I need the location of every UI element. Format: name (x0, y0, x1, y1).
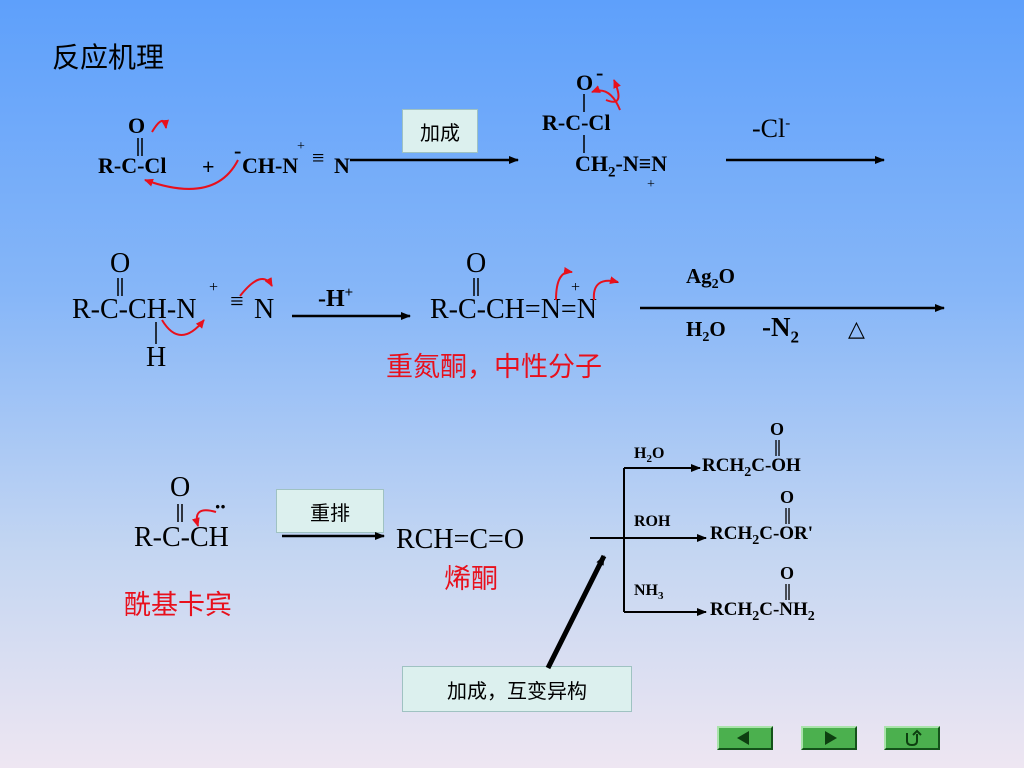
heat-symbol: △ (848, 316, 865, 341)
double-bond (117, 278, 123, 296)
carbene: R-C-CH (134, 522, 229, 553)
reagent-water: H2O (634, 445, 665, 466)
diazomethane-plus: + (297, 139, 305, 154)
nav-forward-button[interactable] (801, 726, 857, 750)
diazomethane-n: N (334, 153, 350, 178)
h2o-label: H2O (686, 317, 726, 346)
carbene-lone-pair: ·· (214, 494, 227, 519)
diazo-neutral: R-C-CH=N=N (430, 294, 597, 325)
diazo-neutral-plus: + (571, 279, 581, 296)
intermediate-n: N (254, 294, 275, 325)
n2-label: -N2 (762, 312, 799, 347)
rewind-icon (737, 731, 749, 745)
diazomethane-minus: - (234, 138, 242, 163)
curved-arrow (555, 267, 573, 301)
h-plus-label: -H+ (318, 285, 354, 312)
acyl-chloride: R-C-Cl (98, 153, 167, 178)
diazo-neutral-o: O (466, 248, 487, 279)
cl-minus-label: -Cl- (752, 114, 791, 143)
nav-back-button[interactable] (717, 726, 773, 750)
curved-arrow (592, 276, 619, 301)
double-bond (473, 278, 479, 296)
branch-arrows (590, 464, 707, 616)
carbene-o: O (170, 472, 191, 503)
rearrange-box: 重排 (276, 489, 384, 533)
adduct-bottom: CH2-N≡N (575, 151, 668, 181)
ester-o: O (780, 487, 795, 507)
intermediate-plus: + (209, 279, 219, 296)
amide-o: O (780, 563, 795, 583)
product-acid: RCH2C-OH (702, 455, 801, 480)
intermediate-o: O (110, 248, 131, 279)
ketene: RCH=C=O (396, 524, 525, 555)
diazoketone-caption: 重氮酮，中性分子 (386, 352, 602, 383)
reagent-ammonia: NH3 (634, 582, 664, 603)
acylcarbene-caption: 酰基卡宾 (124, 590, 232, 621)
double-bond (775, 440, 790, 600)
addition-tautomer-box: 加成，互变异构 (402, 666, 632, 712)
acyl-chloride-o: O (128, 113, 146, 138)
play-icon (825, 731, 837, 745)
product-amide: RCH2C-NH2 (710, 599, 815, 624)
curved-arrow (591, 85, 621, 111)
curved-arrow (239, 277, 273, 297)
double-bond (177, 504, 183, 522)
curved-arrow (151, 119, 169, 133)
return-icon (906, 729, 922, 747)
intermediate: R-C-CH-N (72, 294, 197, 325)
adduct-o: O (576, 70, 594, 95)
adduct-top: R-C-Cl (542, 110, 611, 135)
product-ester: RCH2C-OR' (710, 523, 814, 548)
ag2o-label: Ag2O (686, 264, 736, 293)
curved-arrow (191, 509, 217, 527)
curved-arrow (161, 319, 205, 336)
addition-box: 加成 (402, 109, 478, 153)
acid-o: O (770, 419, 785, 439)
diazomethane: CH-N (242, 153, 299, 178)
nav-return-button[interactable] (884, 726, 940, 750)
intermediate-h: H (146, 342, 167, 373)
ketene-caption: 烯酮 (444, 564, 498, 595)
plus-sign: + (202, 154, 215, 179)
curved-arrow (605, 79, 621, 103)
adduct-o-minus: - (596, 60, 604, 85)
double-bond (137, 138, 143, 156)
pointer-arrow (545, 554, 607, 670)
slide-title: 反应机理 (52, 41, 165, 74)
curved-arrow (144, 159, 239, 190)
reagent-alcohol: ROH (634, 513, 671, 530)
adduct-plus: + (647, 177, 655, 192)
diazomethane-triple: ≡ (312, 145, 325, 170)
